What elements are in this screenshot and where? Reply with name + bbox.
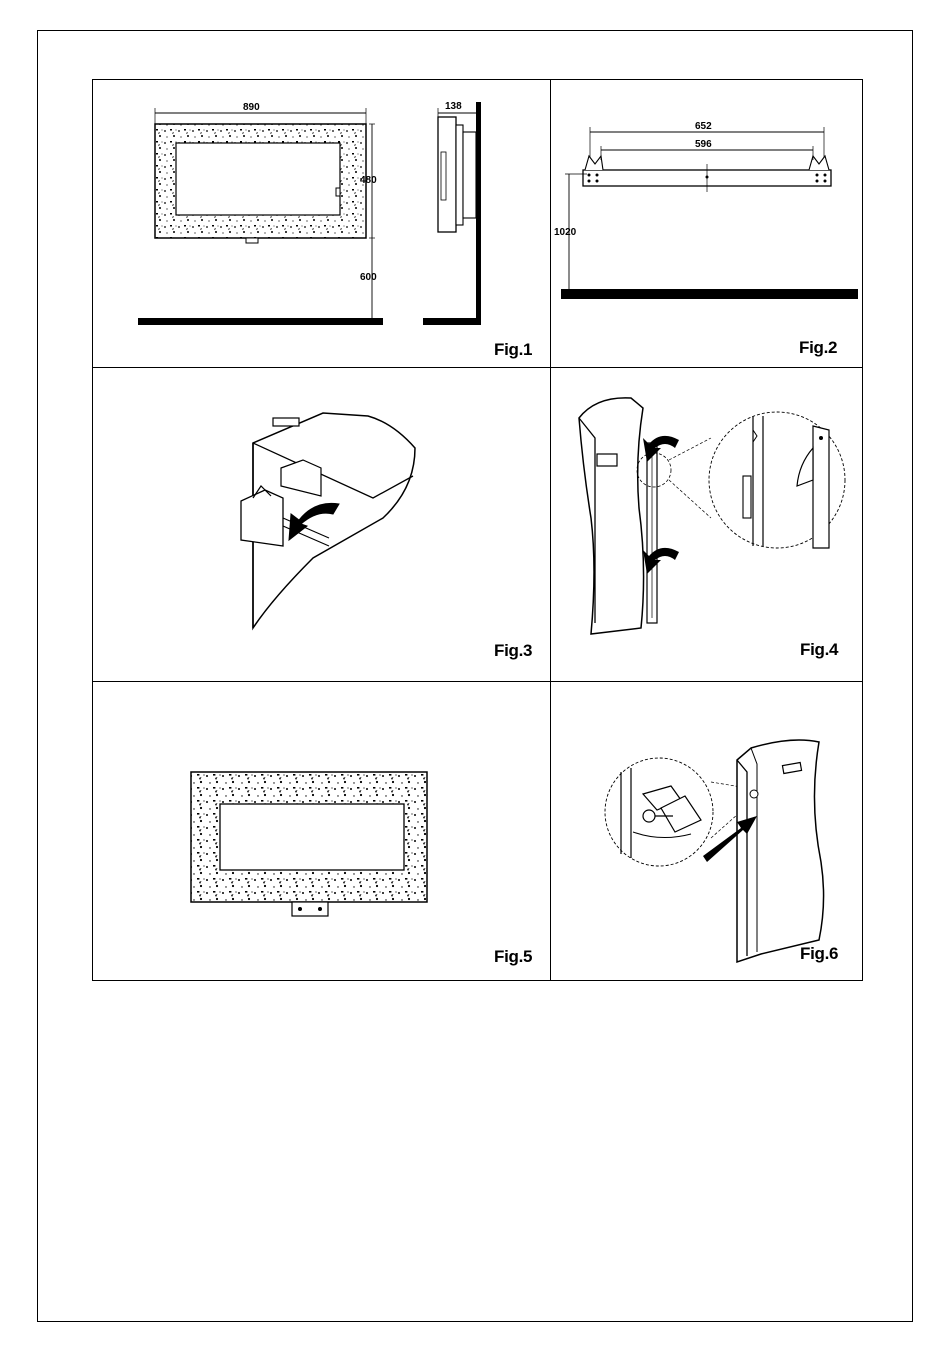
fig3-panel: Fig.3: [93, 368, 550, 681]
fig1-drawing: [93, 80, 550, 367]
figure-grid: 890 480 600 138 Fig.1: [92, 79, 863, 981]
fig1-label: Fig.1: [494, 340, 532, 360]
fig4-drawing: [551, 368, 863, 681]
fig4-panel: Fig.4: [551, 368, 863, 681]
fig3-label: Fig.3: [494, 641, 532, 661]
fig5-label: Fig.5: [494, 947, 532, 967]
fig4-label: Fig.4: [800, 640, 838, 660]
fig2-drawing: [551, 80, 863, 367]
fig6-drawing: [551, 682, 863, 980]
fig2-panel: 652 596 1020 Fig.2: [551, 80, 863, 367]
fig1-panel: 890 480 600 138 Fig.1: [93, 80, 550, 367]
fig5-panel: Fig.5: [93, 682, 550, 980]
fig6-panel: Fig.6: [551, 682, 863, 980]
fig2-label: Fig.2: [799, 338, 837, 358]
fig3-drawing: [93, 368, 550, 681]
fig6-label: Fig.6: [800, 944, 838, 964]
fig5-drawing: [93, 682, 550, 980]
